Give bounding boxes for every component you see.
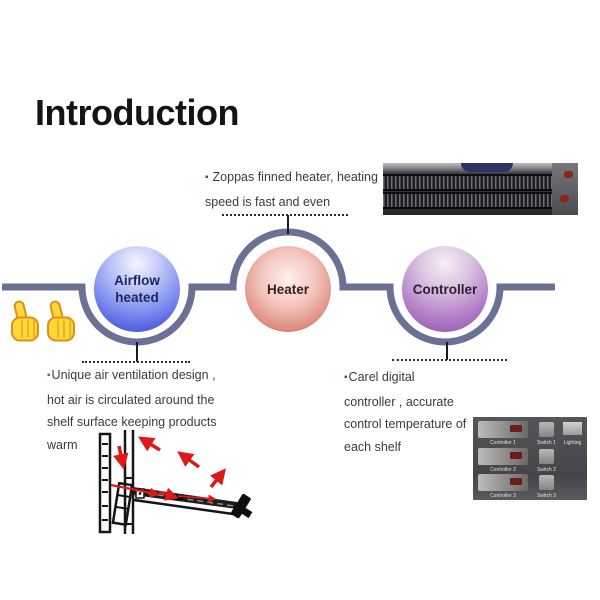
heater-end-bracket xyxy=(552,163,578,215)
panel-label: Controller 3 xyxy=(490,493,516,499)
heater-fin-row xyxy=(383,174,578,189)
heater-terminal-cap xyxy=(564,171,573,178)
dotted-line-heater xyxy=(222,214,348,216)
panel-label: Controller 1 xyxy=(490,440,516,446)
note-line: hot air is circulated around the xyxy=(47,392,215,407)
controller-red-display xyxy=(510,452,522,459)
node-label: Heater xyxy=(266,281,310,297)
note-line: ▪Zoppas finned heater, heating xyxy=(205,170,378,184)
note-line: shelf surface keeping products xyxy=(47,415,217,429)
note-line: each shelf xyxy=(344,439,401,454)
panel-label: Controller 2 xyxy=(490,467,516,473)
heater-tube xyxy=(383,207,578,209)
controller-thumb xyxy=(478,421,528,438)
switch-thumb xyxy=(539,449,554,464)
node-airflow-heated: Airflow heated xyxy=(94,246,180,332)
heater-tube xyxy=(383,189,578,191)
node-controller: Controller xyxy=(402,246,488,332)
switch-thumb xyxy=(539,475,554,490)
connector-line-controller xyxy=(446,342,448,360)
bullet-icon: ▪ xyxy=(47,370,51,381)
controller-thumb xyxy=(478,448,528,465)
switch-thumb xyxy=(539,422,554,437)
controller-red-display xyxy=(510,425,522,432)
connector-line-airflow xyxy=(136,342,138,362)
controller-red-display xyxy=(510,478,522,485)
panel-label: Switch 3 xyxy=(537,493,556,499)
dotted-line-controller xyxy=(392,359,507,361)
heater-fan-shadow xyxy=(461,163,513,172)
shelf-right-post xyxy=(123,430,135,534)
heater-note: ▪Zoppas finned heater, heating speed is … xyxy=(205,166,378,213)
note-line: speed is fast and even xyxy=(205,194,331,209)
heater-terminal-cap xyxy=(560,195,569,202)
heater-fin-row xyxy=(383,192,578,207)
thumbs-up-icon xyxy=(47,300,75,342)
control-panel-photo: Controller 1 Controller 2 Controller 3 S… xyxy=(473,417,587,500)
page-title: Introduction xyxy=(35,92,239,133)
node-label: Controller xyxy=(412,281,478,297)
finned-heater-photo xyxy=(383,163,578,215)
panel-label: Switch 1 xyxy=(537,440,556,446)
connector-line-heater xyxy=(287,215,289,234)
shelf-air-circulation-drawing xyxy=(98,430,253,534)
airflow-arrows xyxy=(110,436,226,503)
node-label: Airflow heated xyxy=(114,273,160,305)
shelf-end-clip xyxy=(230,494,253,519)
note-line: warm xyxy=(47,437,78,452)
thumbs-up-icon xyxy=(11,300,39,342)
controller-note: ▪Carel digital controller , accurate con… xyxy=(344,366,466,458)
panel-label: Lighting xyxy=(563,440,582,446)
bullet-icon: ▪ xyxy=(205,172,209,183)
note-line: ▪Carel digital xyxy=(344,370,415,384)
lighting-thumb xyxy=(563,422,582,435)
controller-thumb xyxy=(478,474,528,491)
note-line: controller , accurate xyxy=(344,394,454,409)
panel-label: Switch 2 xyxy=(537,467,556,473)
shelf-arm xyxy=(133,487,237,516)
note-line: control temperature of xyxy=(344,417,467,431)
airflow-note: ▪Unique air ventilation design , hot air… xyxy=(47,364,217,456)
shelf-left-post xyxy=(98,432,112,534)
dotted-line-airflow xyxy=(82,361,190,363)
shelf-bracket xyxy=(111,481,134,527)
node-heater: Heater xyxy=(245,246,331,332)
bullet-icon: ▪ xyxy=(344,372,348,383)
note-line: ▪Unique air ventilation design , xyxy=(47,368,216,382)
